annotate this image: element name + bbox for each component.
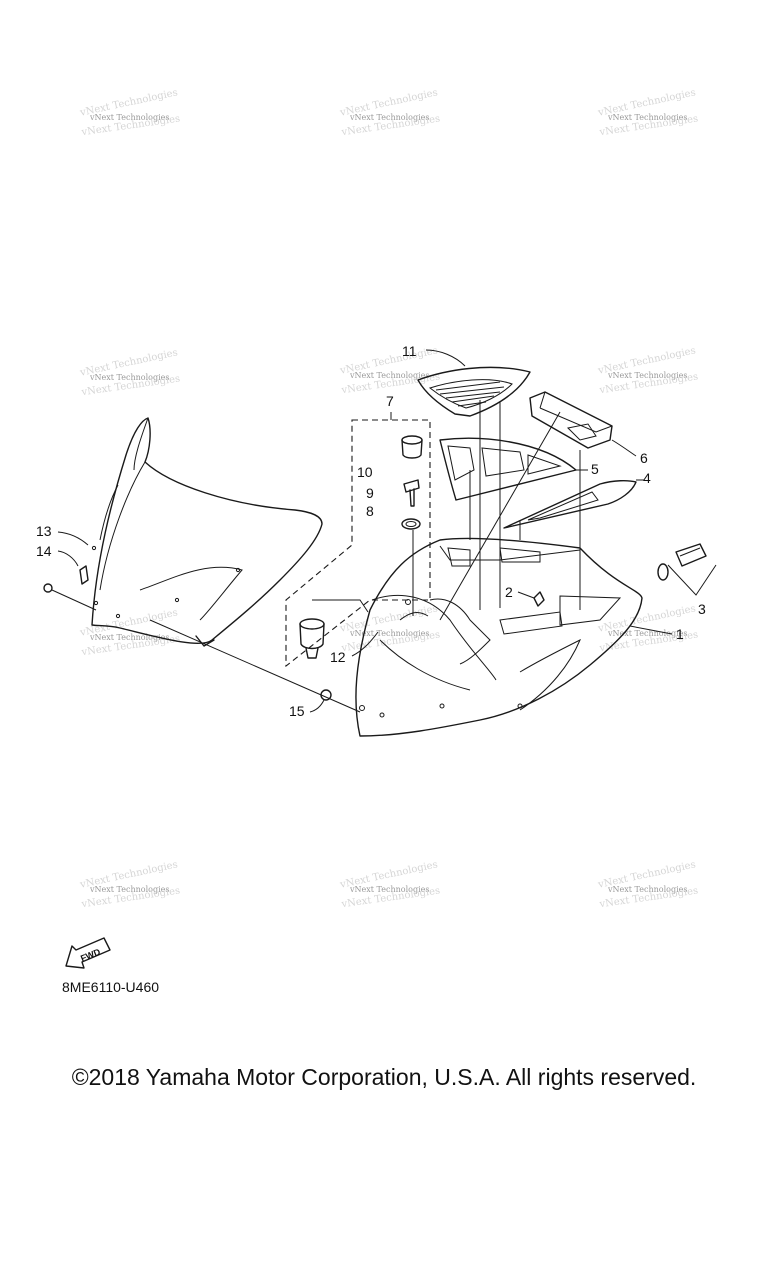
- svg-text:vNext Technologies: vNext Technologies: [607, 371, 687, 380]
- cap-part: [401, 435, 423, 459]
- callout-13: 13: [36, 523, 52, 539]
- callout-3: 3: [698, 601, 706, 617]
- watermark: vNext Technologies vNext Technologies vN…: [338, 345, 441, 396]
- callout-4: 4: [643, 470, 651, 486]
- callout-2: 2: [505, 584, 513, 600]
- switch-part: [299, 618, 325, 659]
- grille-panel-part: [439, 437, 588, 501]
- watermark: vNext Technologies vNext Technologies vN…: [596, 859, 699, 910]
- svg-text:vNext Technologies: vNext Technologies: [89, 113, 169, 122]
- callout-11: 11: [402, 343, 417, 359]
- watermark: vNext Technologies vNext Technologies vN…: [596, 345, 699, 396]
- watermark: vNext Technologies vNext Technologies vN…: [78, 607, 181, 658]
- hood-part: [355, 537, 673, 737]
- guide-lines: [312, 400, 581, 621]
- watermark: vNext Technologies vNext Technologies vN…: [338, 87, 441, 138]
- clip-part: [517, 591, 545, 607]
- callout-10: 10: [357, 464, 373, 480]
- watermark: vNext Technologies vNext Technologies vN…: [338, 859, 441, 910]
- item-7-group: [285, 412, 431, 668]
- watermark: vNext Technologies vNext Technologies vN…: [78, 347, 181, 398]
- svg-text:vNext Technologies: vNext Technologies: [607, 885, 687, 894]
- watermark: vNext Technologies vNext Technologies vN…: [338, 603, 441, 654]
- callout-8: 8: [366, 503, 374, 519]
- svg-text:vNext Technologies: vNext Technologies: [89, 633, 169, 642]
- callout-12: 12: [330, 649, 346, 665]
- callout-15: 15: [289, 703, 305, 719]
- ring-part: [401, 518, 421, 530]
- watermarks: vNext Technologies vNext Technologies vN…: [78, 87, 699, 910]
- watermark: vNext Technologies vNext Technologies vN…: [78, 859, 181, 910]
- callout-9: 9: [366, 485, 374, 501]
- callouts: 1 2 3 4 5 6 7 8 9 10 11 12 13 14 15: [36, 343, 706, 719]
- nut-part: [149, 619, 361, 713]
- callout-6: 6: [640, 450, 648, 466]
- svg-text:vNext Technologies: vNext Technologies: [349, 371, 429, 380]
- fwd-label: FWD: [79, 946, 102, 963]
- lid-part: [417, 349, 531, 417]
- fwd-arrow-icon: FWD: [65, 937, 111, 969]
- svg-text:vNext Technologies: vNext Technologies: [349, 113, 429, 122]
- copyright-notice: ©2018 Yamaha Motor Corporation, U.S.A. A…: [71, 1064, 697, 1090]
- svg-text:vNext Technologies: vNext Technologies: [349, 629, 429, 638]
- svg-text:vNext Technologies: vNext Technologies: [607, 113, 687, 122]
- callout-7: 7: [386, 393, 394, 409]
- key-part: [403, 479, 420, 507]
- callout-14: 14: [36, 543, 52, 559]
- box-cover-part: [529, 391, 637, 457]
- callout-5: 5: [591, 461, 599, 477]
- svg-text:vNext Technologies: vNext Technologies: [349, 885, 429, 894]
- bolt-part: [657, 543, 717, 596]
- callout-1: 1: [676, 626, 684, 642]
- bracket-part: [43, 565, 97, 611]
- windshield-part: [91, 417, 323, 647]
- svg-text:vNext Technologies: vNext Technologies: [607, 629, 687, 638]
- watermark: vNext Technologies vNext Technologies vN…: [78, 87, 181, 138]
- watermark: vNext Technologies vNext Technologies vN…: [596, 87, 699, 138]
- svg-text:vNext Technologies: vNext Technologies: [89, 885, 169, 894]
- diagram-code: 8ME6110-U460: [62, 979, 160, 995]
- side-grille-part: [503, 479, 644, 529]
- svg-text:vNext Technologies: vNext Technologies: [89, 373, 169, 382]
